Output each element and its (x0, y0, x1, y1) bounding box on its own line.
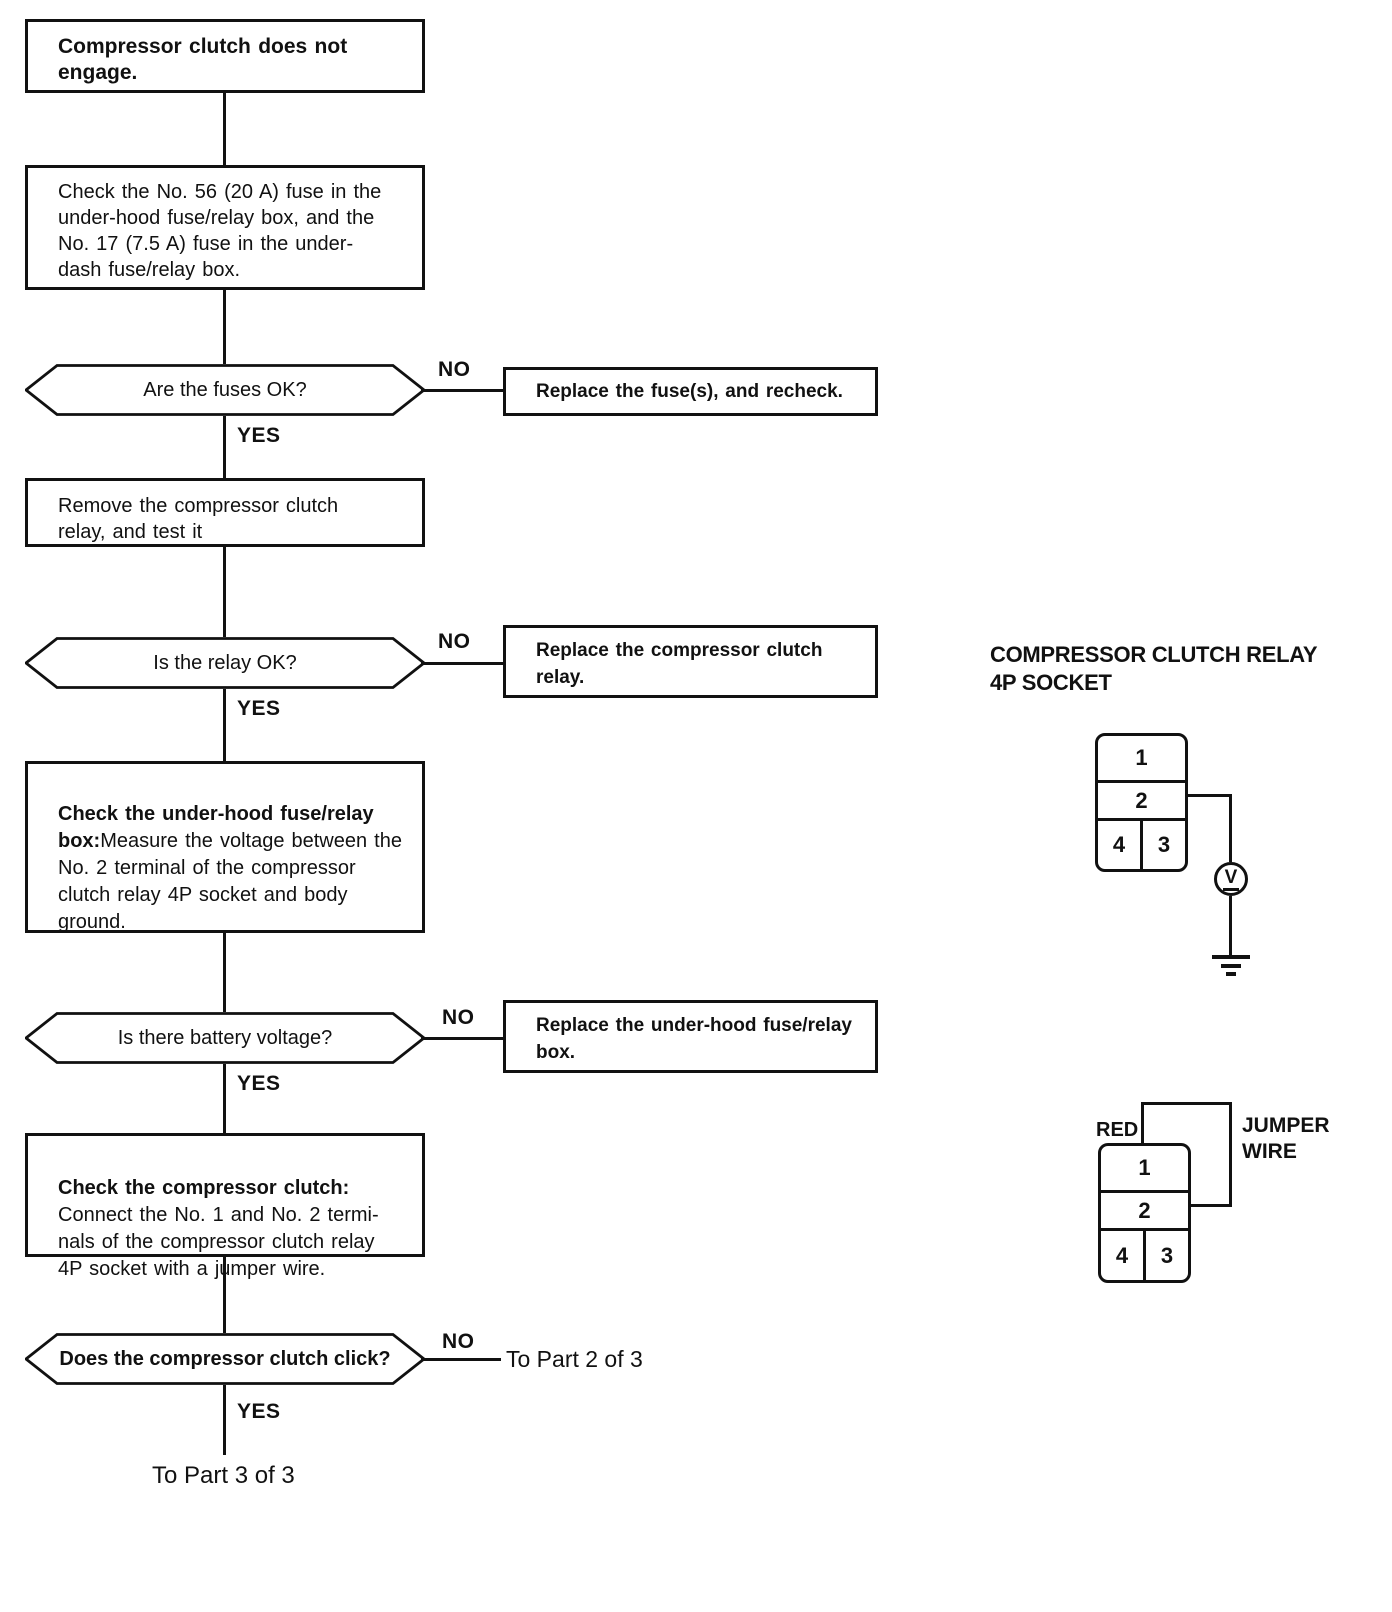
connector-underhood-to-q3 (223, 933, 226, 1012)
ground-icon (1212, 955, 1250, 959)
terminal-3: 3 (1160, 1242, 1174, 1268)
terminal-2: 2 (1098, 780, 1185, 818)
no-label-2: NO (438, 630, 471, 653)
voltmeter-icon: V (1214, 862, 1248, 896)
decision-clutch-click-label: Does the compressor clutch click? (59, 1347, 391, 1370)
terminal-4: 4 (1101, 1231, 1146, 1280)
decision-fuses-ok-label: Are the fuses OK? (143, 378, 307, 401)
socket-diagram-title: COMPRESSOR CLUTCH RELAY 4P SOCKET (990, 642, 1318, 695)
connector-q4-no (421, 1358, 501, 1361)
decision-clutch-click: Does the compressor clutch click? (25, 1333, 425, 1385)
yes-label-4: YES (237, 1400, 281, 1423)
connector-q3-no (421, 1037, 503, 1040)
jumper-wire-label: JUMPER WIRE (1242, 1114, 1330, 1163)
connector-q4-to-part3 (223, 1385, 226, 1455)
voltmeter-symbol: V (1222, 868, 1240, 891)
ground-icon-bar2 (1221, 964, 1241, 968)
connector-q2-to-underhood (223, 689, 226, 761)
replace-relay-node: Replace the compressor clutch relay. (503, 625, 878, 698)
terminal-2: 2 (1101, 1190, 1188, 1228)
jumper-wire-right-vertical (1229, 1102, 1232, 1207)
check-fuses-node: Check the No. 56 (20 A) fuse in the unde… (25, 165, 425, 290)
connector-checkfuses-to-q1 (223, 290, 226, 364)
decision-relay-ok-label: Is the relay OK? (153, 651, 297, 674)
connector-removerelay-to-q2 (223, 547, 226, 637)
replace-underhood-node: Replace the under-hood fuse/relay box. (503, 1000, 878, 1073)
connector-q3-to-checkclutch (223, 1064, 226, 1133)
terminal-3: 3 (1157, 832, 1171, 857)
remove-relay-node: Remove the compressor clutch relay, and … (25, 478, 425, 547)
check-underhood-body: Measure the voltage between the No. 2 te… (58, 830, 402, 933)
decision-battery-voltage: Is there battery voltage? (25, 1012, 425, 1064)
check-clutch-heading: Check the compressor clutch: (58, 1177, 350, 1199)
connector-q1-to-removerelay (223, 416, 226, 478)
no-label-4: NO (442, 1330, 475, 1353)
check-clutch-body: Connect the No. 1 and No. 2 termi- nals … (58, 1204, 379, 1280)
red-wire-label: RED (1096, 1119, 1139, 1141)
ground-icon-bar3 (1226, 972, 1236, 976)
to-part-3-label: To Part 3 of 3 (152, 1462, 295, 1489)
yes-label-1: YES (237, 424, 281, 447)
connector-checkclutch-to-q4 (223, 1257, 226, 1333)
voltmeter-wire-vertical (1229, 794, 1232, 862)
terminal-1: 1 (1138, 1155, 1151, 1180)
relay-socket-jumper: 1 2 4 3 (1098, 1143, 1191, 1283)
connector-start-to-checkfuses (223, 93, 226, 165)
no-label-1: NO (438, 358, 471, 381)
no-label-3: NO (442, 1006, 475, 1029)
check-clutch-node: Check the compressor clutch: Connect the… (25, 1133, 425, 1280)
voltmeter-wire-horizontal (1188, 794, 1232, 797)
decision-relay-ok: Is the relay OK? (25, 637, 425, 689)
ground-wire-vertical (1229, 896, 1232, 955)
jumper-wire-bottom (1191, 1204, 1232, 1207)
replace-fuses-node: Replace the fuse(s), and recheck. (503, 367, 878, 416)
decision-fuses-ok: Are the fuses OK? (25, 364, 425, 416)
start-node: Compressor clutch does not engage. (25, 19, 425, 93)
terminal-4: 4 (1098, 821, 1143, 869)
decision-battery-voltage-label: Is there battery voltage? (117, 1026, 333, 1049)
check-underhood-heading: Check the under-hood fuse/relay box: (58, 803, 374, 852)
to-part-2-label: To Part 2 of 3 (506, 1346, 643, 1372)
connector-q1-no (421, 389, 503, 392)
terminal-1: 1 (1135, 745, 1148, 770)
relay-socket-voltmeter: 1 2 4 3 (1095, 733, 1188, 872)
yes-label-2: YES (237, 697, 281, 720)
jumper-wire-left-vertical (1141, 1102, 1144, 1143)
jumper-wire-top (1141, 1102, 1232, 1105)
yes-label-3: YES (237, 1072, 281, 1095)
check-underhood-node: Check the under-hood fuse/relay box:Meas… (25, 761, 425, 933)
connector-q2-no (421, 662, 503, 665)
